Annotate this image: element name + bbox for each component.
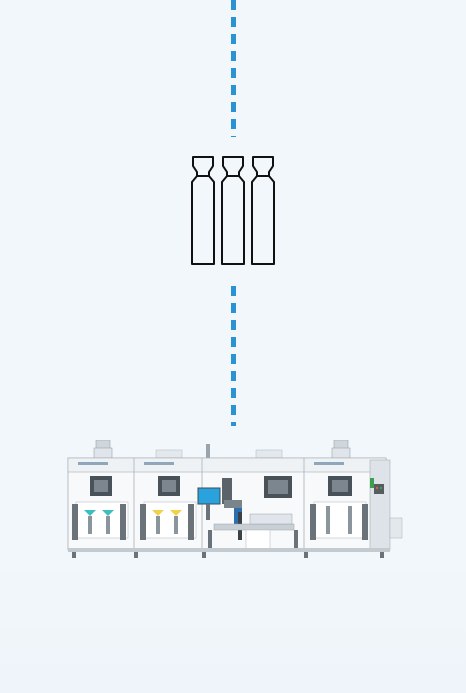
floor-shade <box>0 556 466 693</box>
vial-3 <box>251 156 275 265</box>
dashed-connector-bottom <box>231 286 236 426</box>
dashed-connector-top <box>231 0 236 137</box>
ampoule-vials-icon <box>191 156 275 265</box>
vial-1 <box>191 156 215 265</box>
vial-2 <box>221 156 245 265</box>
packaging-machine-illustration <box>67 440 403 558</box>
